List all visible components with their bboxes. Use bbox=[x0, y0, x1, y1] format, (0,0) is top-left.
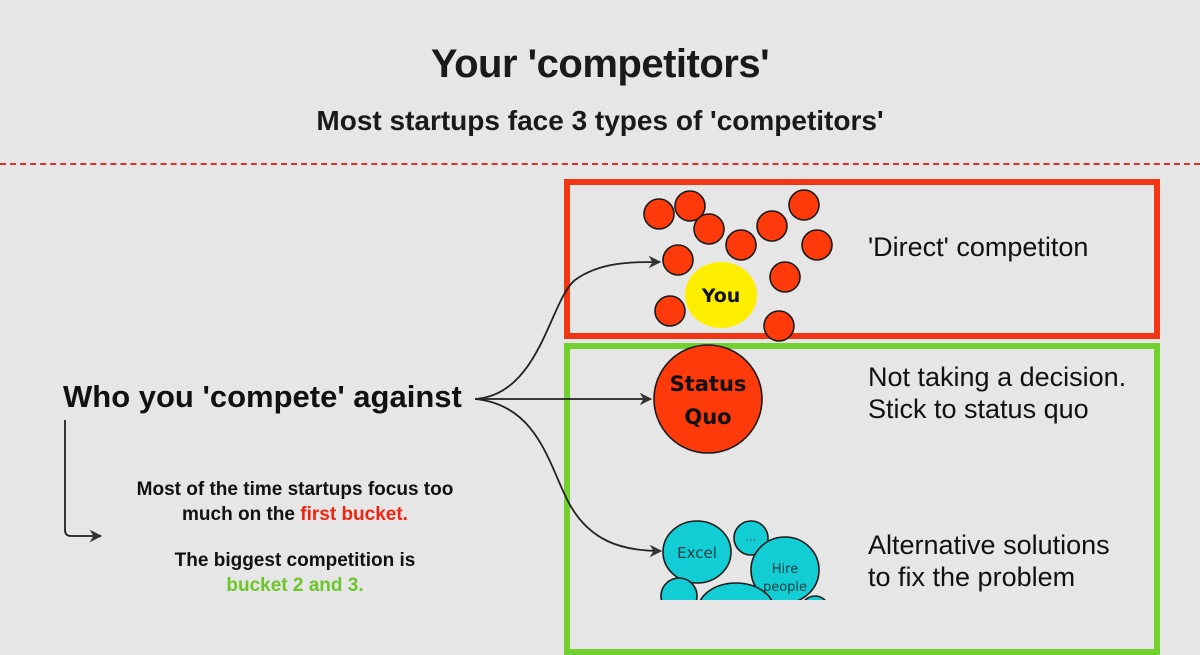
alternative-solution-circles bbox=[660, 520, 826, 600]
who-you-compete-heading: Who you 'compete' against bbox=[63, 379, 462, 414]
note-first-bucket: Most of the time startups focus too much… bbox=[110, 477, 480, 527]
status-quo-desc-2: Stick to status quo bbox=[868, 394, 1089, 424]
connector-arrows bbox=[64, 255, 663, 558]
arrow-to-note bbox=[64, 420, 103, 543]
note1-text: Most of the time startups focus too much… bbox=[136, 479, 454, 525]
bucket-direct-box bbox=[564, 179, 1160, 339]
you-label: You bbox=[701, 285, 741, 307]
alternatives-desc-1: Alternative solutions bbox=[868, 530, 1110, 560]
status-quo-circle: Status Quo bbox=[653, 344, 763, 454]
status-quo-desc-1: Not taking a decision. bbox=[868, 362, 1127, 392]
hire-people-label-2: people bbox=[763, 580, 807, 595]
arrow-to-alternatives bbox=[474, 398, 663, 558]
you-circle: You bbox=[685, 262, 757, 328]
direct-competitor-dots bbox=[643, 189, 833, 342]
arrow-to-direct bbox=[474, 255, 662, 400]
excel-label: Excel bbox=[677, 544, 717, 562]
note2-text: The biggest competition is bbox=[174, 550, 416, 571]
alternatives-desc-2: to fix the problem bbox=[868, 562, 1076, 592]
dashed-divider bbox=[0, 163, 1200, 165]
note1-highlight: first bucket. bbox=[300, 504, 408, 525]
hire-people-label-1: Hire bbox=[772, 562, 798, 577]
note-biggest-competition: The biggest competition is bucket 2 and … bbox=[110, 548, 480, 598]
diagram-canvas: You Status Quo Excel ... Hire people bbox=[64, 189, 833, 600]
status-quo-label-2: Quo bbox=[684, 405, 731, 429]
page-subtitle: Most startups face 3 types of 'competito… bbox=[316, 105, 884, 136]
page-title: Your 'competitors' bbox=[430, 42, 770, 86]
status-quo-label-1: Status bbox=[670, 372, 747, 396]
direct-competition-label: 'Direct' competiton bbox=[868, 232, 1089, 262]
note2-highlight: bucket 2 and 3. bbox=[226, 575, 364, 596]
ellipsis-label: ... bbox=[746, 531, 757, 544]
